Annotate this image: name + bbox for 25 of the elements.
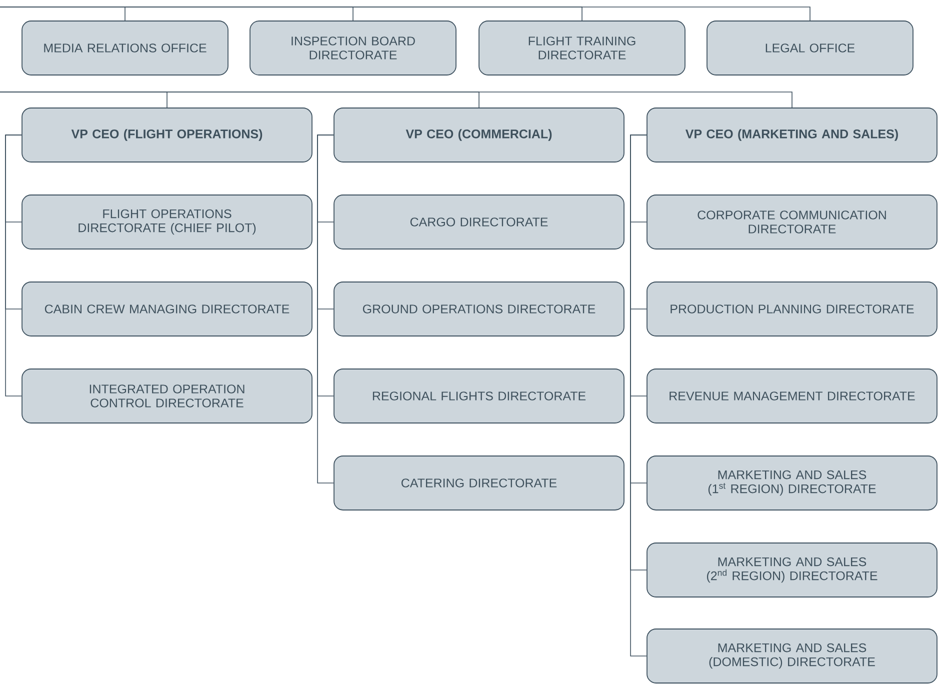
org-box: VP CEO (FLIGHT OPERATIONS)	[22, 108, 312, 162]
org-box: CABIN CREW MANAGING DIRECTORATE	[22, 282, 312, 336]
connector-line	[630, 134, 647, 656]
org-box: FLIGHT OPERATIONS DIRECTORATE (CHIEF PILOT)	[22, 194, 312, 250]
org-box: REVENUE MANAGEMENT DIRECTORATE	[646, 368, 938, 424]
org-box: MARKETING AND SALES (1$^{st}$ REGION) DIRECTORATE	[646, 456, 938, 510]
org-box: MARKETING AND SALES (2$^{nd}$ REGION) DIRECTORATE	[646, 542, 938, 598]
org-box: REGIONAL FLIGHTS DIRECTORATE	[334, 368, 624, 424]
org-box: PRODUCTION PLANNING DIRECTORATE	[646, 282, 938, 336]
org-box: FLIGHT TRAINING DIRECTORATE	[478, 20, 686, 76]
org-box: LEGAL OFFICE	[706, 20, 914, 76]
org-box: GROUND OPERATIONS DIRECTORATE	[334, 282, 624, 336]
org-box: INTEGRATED OPERATION CONTROL DIRECTORATE	[22, 368, 312, 424]
org-box: VP CEO (MARKETING AND SALES)	[646, 108, 938, 162]
connector-line	[5, 134, 22, 396]
org-box: VP CEO (COMMERCIAL)	[334, 108, 624, 162]
org-box: CARGO DIRECTORATE	[334, 194, 624, 250]
org-box: INSPECTION BOARD DIRECTORATE	[250, 20, 456, 76]
org-box: MARKETING AND SALES (DOMESTIC) DIRECTORATE	[646, 628, 938, 684]
connector-line	[0, 92, 168, 108]
connector-line	[317, 134, 334, 484]
connector-line	[0, 6, 126, 21]
org-box: MEDIA RELATIONS OFFICE	[22, 20, 228, 76]
org-box: CATERING DIRECTORATE	[334, 456, 624, 510]
org-box: CORPORATE COMMUNICATION DIRECTORATE	[646, 194, 938, 250]
